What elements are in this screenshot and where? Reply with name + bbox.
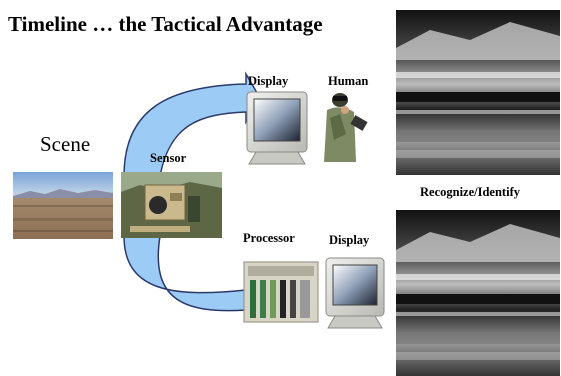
sensor-label: Sensor	[150, 151, 187, 165]
slide-title: Timeline … the Tactical Advantage	[8, 12, 323, 36]
scene-label: Scene	[40, 132, 91, 156]
sensor-image	[121, 172, 222, 238]
processor-image	[243, 261, 319, 323]
monitor-top-image	[246, 91, 308, 165]
arrow-to-display	[123, 71, 261, 177]
recognize-label: Recognize/Identify	[420, 185, 520, 199]
display-bottom-label: Display	[329, 233, 370, 247]
ir-image-top	[396, 10, 560, 175]
ir-image-bottom	[396, 210, 560, 376]
display-top-label: Display	[248, 74, 289, 88]
scene-image	[13, 172, 113, 239]
monitor-bottom-image	[325, 257, 385, 329]
human-label: Human	[328, 74, 369, 88]
human-image	[318, 88, 376, 163]
processor-label: Processor	[243, 231, 295, 245]
arrow-to-processor	[123, 235, 261, 323]
